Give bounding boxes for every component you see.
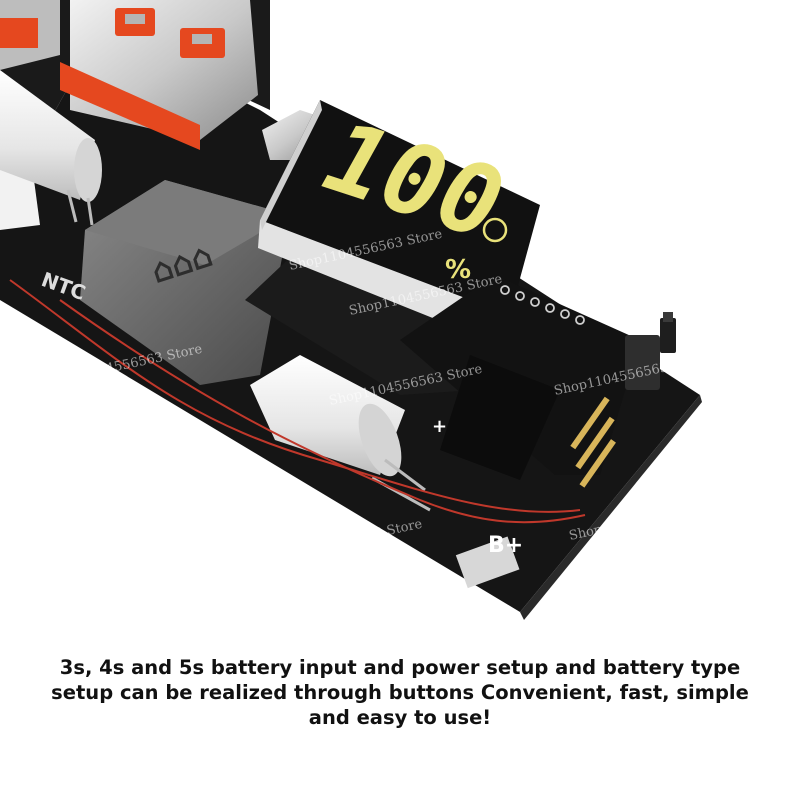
pcb-board-edge xyxy=(520,395,702,620)
capacitor-bottom xyxy=(250,355,431,512)
usb-port-left xyxy=(0,0,60,70)
caption: 3s, 4s and 5s battery input and power se… xyxy=(20,655,780,730)
red-wire xyxy=(59,299,586,524)
plus-label: + xyxy=(432,416,447,437)
watermark-text: Shop1104556563 Store xyxy=(43,497,199,544)
inductor: ⌂⌂⌂ xyxy=(80,180,290,385)
display-unit: % xyxy=(445,255,471,285)
charge-icon xyxy=(482,217,508,243)
caption-line: and easy to use! xyxy=(308,706,492,729)
battery-pad xyxy=(455,536,520,589)
display-module: 100 % xyxy=(245,100,540,395)
watermark-text: Shop1104556563 Store xyxy=(268,517,424,564)
product-photo: ⌂⌂⌂ 100 % xyxy=(0,0,702,620)
caption-line: setup can be realized through buttons Co… xyxy=(51,681,749,704)
b-plus-label: B+ xyxy=(488,533,523,558)
red-wire xyxy=(9,279,581,513)
capacitor-top xyxy=(0,70,102,226)
tactile-button xyxy=(625,312,676,390)
caption-line: 3s, 4s and 5s battery input and power se… xyxy=(59,656,741,679)
usb-port-right xyxy=(60,0,258,150)
header-pins xyxy=(570,396,616,488)
control-board xyxy=(400,275,640,488)
